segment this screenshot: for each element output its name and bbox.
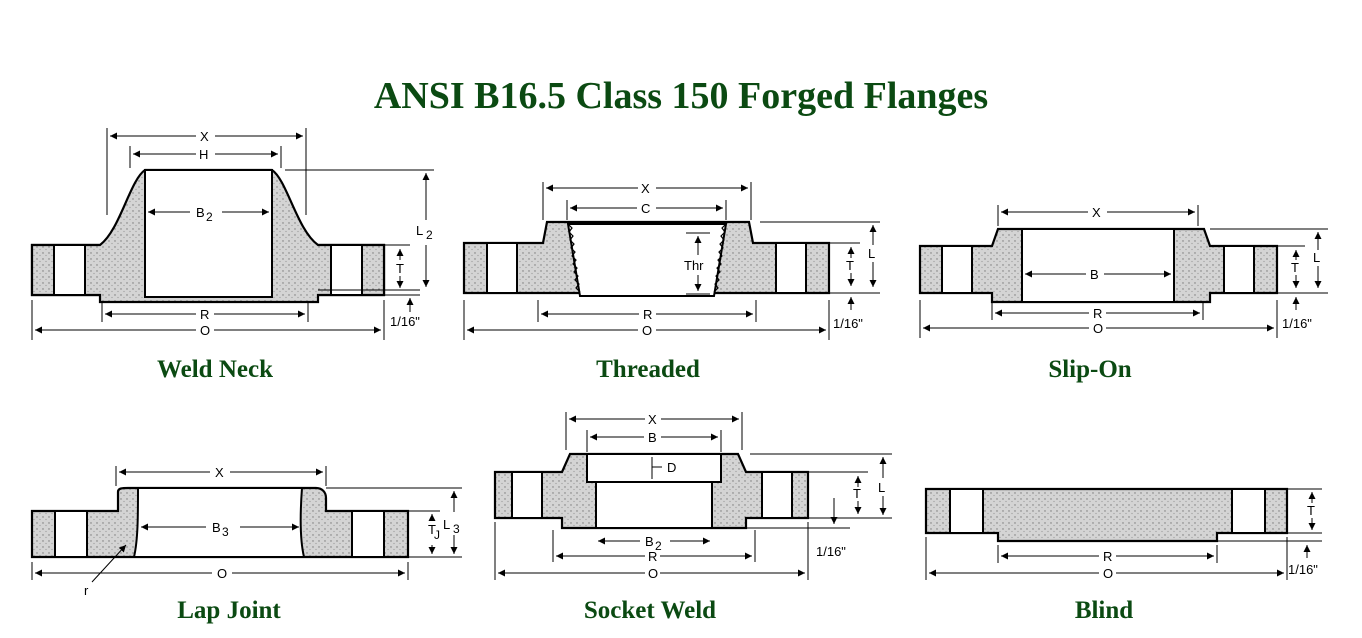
dim-t: T	[1291, 260, 1299, 275]
dim-r: R	[648, 549, 657, 564]
dim-b: B	[1090, 267, 1099, 282]
caption-socket-weld: Socket Weld	[583, 597, 717, 624]
dim-x: X	[200, 129, 209, 144]
dim-l: L	[1313, 250, 1320, 265]
dim-gap: 1/16"	[816, 544, 846, 559]
caption-weld-neck: Weld Neck	[157, 356, 273, 383]
lap-joint-diagram: X B 3 T J L 3 r O	[30, 465, 462, 598]
dim-l-sub: 2	[426, 228, 433, 242]
dim-r: R	[643, 307, 652, 322]
dim-r: R	[200, 307, 209, 322]
dim-r: R	[1093, 306, 1102, 321]
dim-b: B	[196, 205, 205, 220]
blind-diagram: T 1/16" R O	[924, 487, 1322, 581]
dim-gap: 1/16"	[833, 316, 863, 331]
dim-t: T	[846, 258, 854, 273]
caption-lap-joint: Lap Joint	[177, 597, 281, 624]
caption-threaded: Threaded	[596, 356, 700, 383]
dim-x: X	[215, 465, 224, 480]
dim-l: L	[416, 223, 423, 238]
dim-gap: 1/16"	[1282, 316, 1312, 331]
dim-o: O	[217, 566, 227, 581]
dim-t: T	[1307, 503, 1315, 518]
dim-x: X	[648, 412, 657, 427]
dim-b2-sub: 2	[655, 539, 662, 553]
dim-c: C	[641, 201, 650, 216]
socket-weld-diagram: X B D B 2 T L 1/16" R	[493, 412, 892, 581]
dim-l: L	[878, 480, 885, 495]
dim-o: O	[200, 323, 210, 338]
caption-slip-on: Slip-On	[1048, 356, 1132, 383]
dim-o: O	[1103, 566, 1113, 581]
weld-neck-diagram: X H B 2 L 2 T 1/16" R	[30, 128, 434, 340]
page-title: ANSI B16.5 Class 150 Forged Flanges	[373, 75, 989, 117]
caption-blind: Blind	[1074, 597, 1134, 624]
dim-gap: 1/16"	[1288, 562, 1318, 577]
dim-b2: B	[645, 534, 654, 549]
threaded-diagram: X C Thr T L 1/16" R O	[462, 181, 880, 340]
dim-b: B	[648, 430, 657, 445]
dim-t: T	[428, 522, 436, 537]
dim-b: B	[212, 520, 221, 535]
dim-thr: Thr	[684, 258, 704, 273]
dim-r: R	[1103, 549, 1112, 564]
dim-o: O	[642, 323, 652, 338]
dim-b-sub: 3	[222, 525, 229, 539]
dim-x: X	[1092, 205, 1101, 220]
slip-on-diagram: X B T L 1/16" R O	[918, 205, 1328, 338]
dim-l: L	[443, 517, 450, 532]
dim-h: H	[199, 147, 208, 162]
dim-t: T	[396, 261, 404, 276]
dim-b-sub: 2	[206, 210, 213, 224]
dim-x: X	[641, 181, 650, 196]
dim-o: O	[1093, 321, 1103, 336]
dim-gap: 1/16"	[390, 314, 420, 329]
dim-d: D	[667, 460, 676, 475]
dim-r-fillet: r	[84, 583, 89, 598]
dim-l-sub: 3	[453, 522, 460, 536]
dim-t: T	[853, 486, 861, 501]
dim-t-sub: J	[434, 528, 440, 542]
dim-l: L	[868, 246, 875, 261]
dim-o: O	[648, 566, 658, 581]
